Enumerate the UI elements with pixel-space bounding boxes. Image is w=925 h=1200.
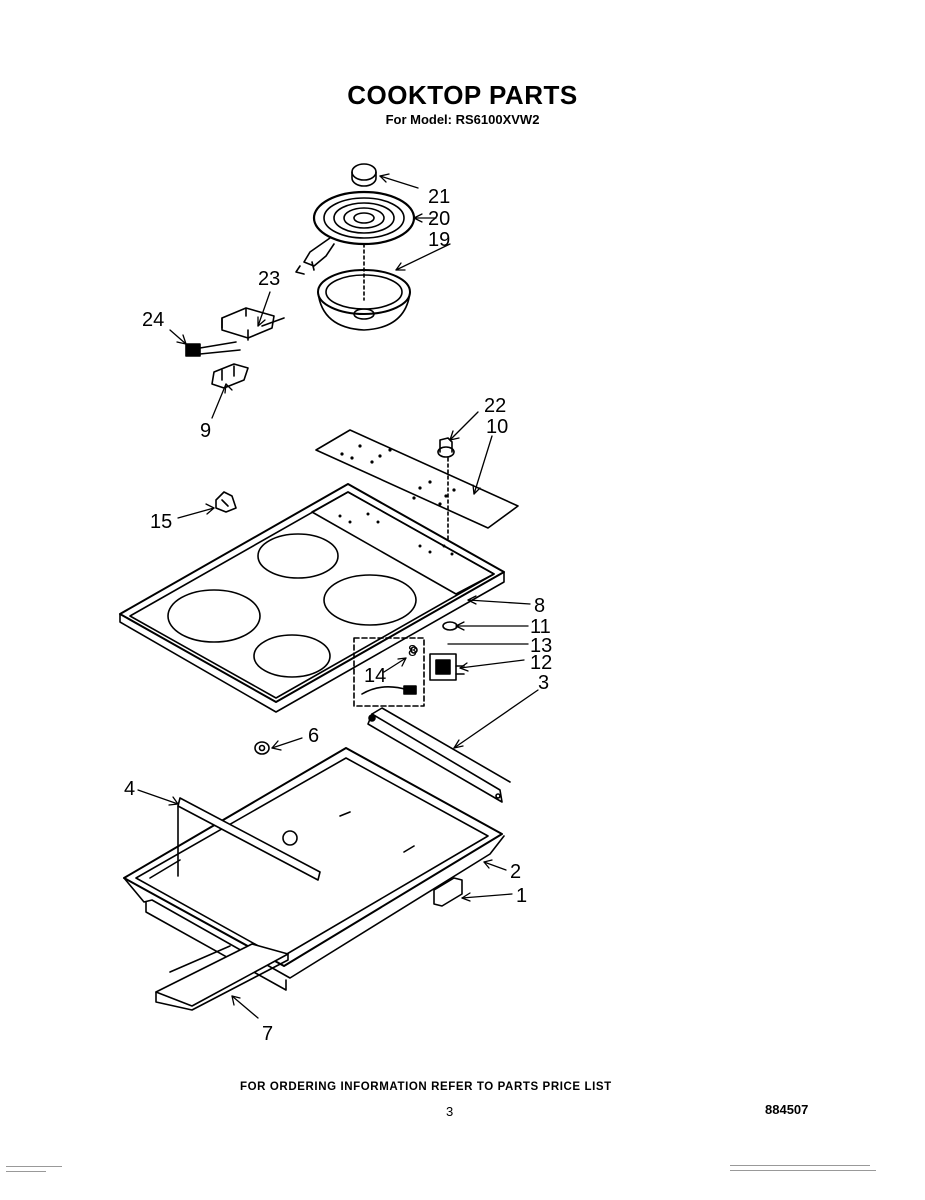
callout-22: 22 (484, 395, 506, 417)
callout-8-inset: 8 (408, 643, 417, 660)
control-panel-part-10 (315, 429, 519, 529)
surface-element-part-20 (295, 190, 416, 275)
callout-8: 8 (534, 595, 545, 617)
callout-23: 23 (258, 268, 280, 290)
washer-part-11 (442, 621, 458, 631)
ordering-note: FOR ORDERING INFORMATION REFER TO PARTS … (240, 1081, 612, 1093)
page-number: 3 (446, 1104, 454, 1119)
support-part-1 (433, 877, 463, 907)
callout-3: 3 (538, 672, 549, 694)
clip-part-15 (215, 491, 237, 513)
receptacle-part-9 (211, 363, 249, 389)
callout-12: 12 (530, 652, 552, 674)
bracket-part-3 (367, 707, 511, 803)
callout-24: 24 (142, 309, 164, 331)
callout-6: 6 (308, 725, 319, 747)
callout-7: 7 (262, 1023, 273, 1045)
callout-4: 4 (124, 778, 135, 800)
callout-13: 13 (530, 635, 552, 657)
cooktop-panel-part-8 (119, 483, 505, 713)
terminal-block-part-24 (185, 341, 241, 357)
receptacle-bracket-part-23 (221, 307, 285, 341)
model-subtitle: For Model: RS6100XVW2 (385, 112, 540, 127)
nut-part-6 (254, 741, 270, 755)
callout-14: 14 (364, 665, 386, 687)
callout-10: 10 (486, 416, 508, 438)
callout-20: 20 (428, 208, 450, 230)
callout-21: 21 (428, 186, 450, 208)
callout-1: 1 (516, 885, 527, 907)
element-cap-part-21 (351, 163, 377, 187)
fine-print-right (730, 1163, 880, 1179)
callout-9: 9 (200, 420, 211, 442)
rail-part-4 (149, 797, 321, 881)
control-knob-part-22 (437, 437, 455, 458)
callout-2: 2 (510, 861, 521, 883)
document-number: 884507 (765, 1102, 809, 1117)
callout-15: 15 (150, 511, 172, 533)
cooktop-box-part-2 (123, 747, 505, 991)
page-title: COOKTOP PARTS (347, 80, 578, 110)
switch-part-12 (429, 653, 465, 681)
callout-11: 11 (530, 616, 551, 638)
callout-19: 19 (428, 229, 450, 251)
leader-lines (137, 173, 539, 1019)
bracket-part-7 (155, 943, 289, 1011)
wiring-inset-part-14 (353, 637, 425, 707)
fine-print-left (6, 1164, 66, 1178)
drip-bowl-part-19 (317, 243, 411, 331)
